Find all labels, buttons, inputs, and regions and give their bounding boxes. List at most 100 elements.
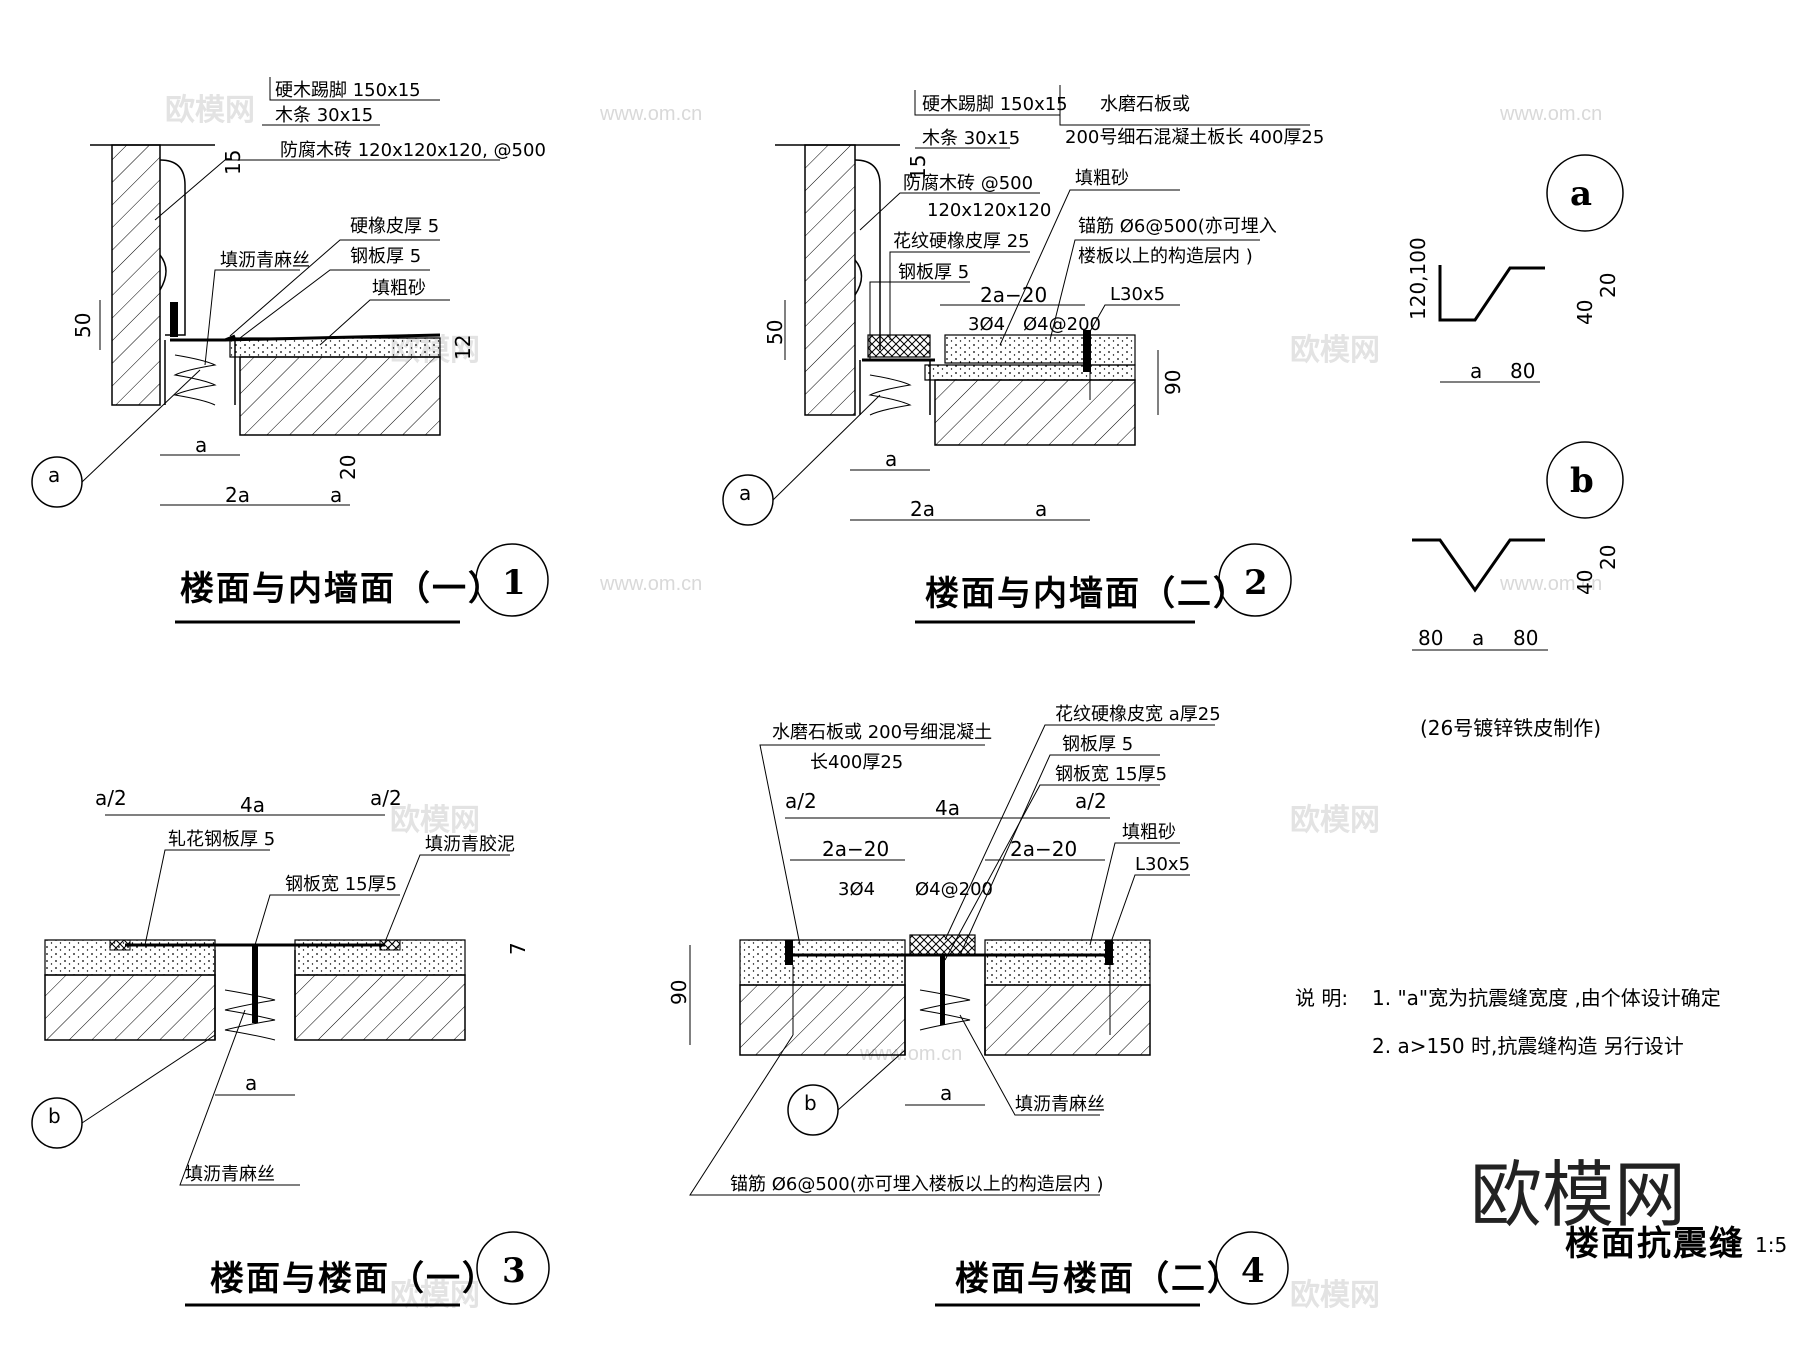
dimension: a/2 [370,786,402,810]
label: 钢板宽 15厚5 [285,874,397,895]
dimension: a/2 [785,789,817,813]
watermarks: 欧模网 www.om.cn www.om.cn 欧模网 欧模网 www.om.c… [165,93,1602,1313]
dimension: Ø4@200 [915,879,993,900]
dimension: 90 [667,980,691,1005]
label: 防腐木砖 @500 [903,173,1033,194]
note-item: 2. a>150 时,抗震缝构造 另行设计 [1372,1034,1684,1058]
wall [111,144,161,406]
label: 填沥青麻丝 [1015,1094,1105,1115]
watermark: www.om.cn [1499,573,1602,595]
watermark: 欧模网 [1290,1278,1380,1313]
note-item: 1. "a"宽为抗震缝宽度 ,由个体设计确定 [1372,986,1721,1010]
dimension: 80 [1418,626,1443,650]
profile-b-label: b [1570,461,1596,501]
detail-1: 硬木踢脚 150x15 木条 30x15 防腐木砖 120x120x120, @… [31,77,549,624]
dimension: 40 [1573,570,1597,595]
notes-heading: 说 明: [1295,986,1348,1010]
watermark: 欧模网 [390,803,480,838]
label: 钢板宽 15厚5 [1055,764,1167,785]
watermark: 欧模网 [390,1278,480,1313]
dimension: 80 [1510,359,1535,383]
label: 2a−20 [980,283,1047,307]
label: 120x120x120 [927,200,1051,221]
watermark: 欧模网 [165,93,255,128]
skirting-bottom [170,302,178,337]
detail-title: 楼面与楼面（一） [210,1259,498,1299]
label: 填沥青麻丝 [220,250,310,271]
notes: 说 明: 1. "a"宽为抗震缝宽度 ,由个体设计确定 2. a>150 时,抗… [1295,986,1721,1058]
terrazzo-slab [944,334,1086,364]
wall [804,144,856,416]
dimension: 120,100 [1406,237,1430,320]
dimension: 80 [1513,626,1538,650]
detail-number: 3 [502,1251,528,1291]
label: 3Ø4 [968,314,1005,335]
detail-title: 楼面与内墙面（二） [925,574,1249,614]
dimension: 4a [935,796,960,820]
detail-2: 硬木踢脚 150x15 木条 30x15 防腐木砖 @500 120x120x1… [722,85,1324,624]
dimension: 2a−20 [1010,837,1077,861]
label: 填沥青麻丝 [185,1164,275,1185]
dimension: 15 [906,155,930,180]
detail-4: 水磨石板或 200号细混凝土 长400厚25 花纹硬橡皮宽 a厚25 钢板厚 5… [667,704,1289,1307]
detail-number: 4 [1241,1251,1267,1291]
label: 轧花钢板厚 5 [168,829,275,850]
dimension: 40 [1573,300,1597,325]
dimension: 20 [336,455,360,480]
profiles-note: (26号镀锌铁皮制作) [1420,716,1601,740]
dimension: 2a [910,497,935,521]
dimension: 2a−20 [822,837,889,861]
label: 硬橡皮厚 5 [350,216,439,237]
label: L30x5 [1135,854,1190,875]
dimension: 15 [221,150,245,175]
dimension: a/2 [95,786,127,810]
label: 花纹硬橡皮宽 a厚25 [1055,704,1221,725]
floor-slab-right [984,984,1151,1056]
dimension: a [940,1081,952,1105]
watermark: 欧模网 [1290,333,1380,368]
ref-bubble-label: b [804,1091,817,1115]
dimension: 20 [1596,273,1620,298]
label: 防腐木砖 120x120x120, @500 [280,140,546,161]
profile-a-label: a [1570,174,1594,214]
label: 木条 30x15 [922,128,1020,149]
label: L30x5 [1110,284,1165,305]
dimension: 50 [763,320,787,345]
rubber-pad [909,934,976,956]
label: 木条 30x15 [275,105,373,126]
sand-layer [739,939,906,986]
watermark: 欧模网 [1290,803,1380,838]
label: 填粗砂 [1122,822,1176,843]
label: 200号细石混凝土板长 400厚25 [1065,127,1324,148]
brand-watermark: 欧模网 [1470,1153,1686,1237]
dimension: a [1035,497,1047,521]
ref-bubble-label: b [48,1104,61,1128]
watermark: www.om.cn [1499,103,1602,125]
steel-plate [252,945,258,1023]
label: 水磨石板或 [1100,94,1190,115]
dimension: a [885,447,897,471]
floor-slab-left [739,984,906,1056]
dimension: 7 [506,942,530,955]
dimension: 2a [225,483,250,507]
dimension: 3Ø4 [838,879,875,900]
label: 填沥青胶泥 [425,834,515,855]
floor-slab [239,356,441,436]
label: 水磨石板或 200号细混凝土 [772,722,992,743]
detail-title: 楼面与楼面（二） [955,1259,1243,1299]
dimension: a [245,1071,257,1095]
sand-layer [229,337,441,358]
label: 硬木踢脚 150x15 [275,80,421,101]
dimension: 20 [1596,545,1620,570]
label: 锚筋 Ø6@500(亦可埋入楼板以上的构造层内 ) [730,1174,1103,1195]
dimension: a [1470,359,1482,383]
detail-title: 楼面与内墙面（一） [180,569,504,609]
profiles: a 120,100 a 80 40 20 b 80 a 80 40 20 (26… [1406,154,1624,740]
ref-bubble-label: a [739,481,751,505]
label: 锚筋 Ø6@500(亦可埋入 [1078,216,1277,237]
label: 硬木踢脚 150x15 [922,94,1068,115]
label: 钢板厚 5 [350,246,421,267]
label: 钢板厚 5 [1062,734,1133,755]
sheet-title-block: 欧模网 楼面抗震缝 1:5 [1470,1153,1787,1264]
